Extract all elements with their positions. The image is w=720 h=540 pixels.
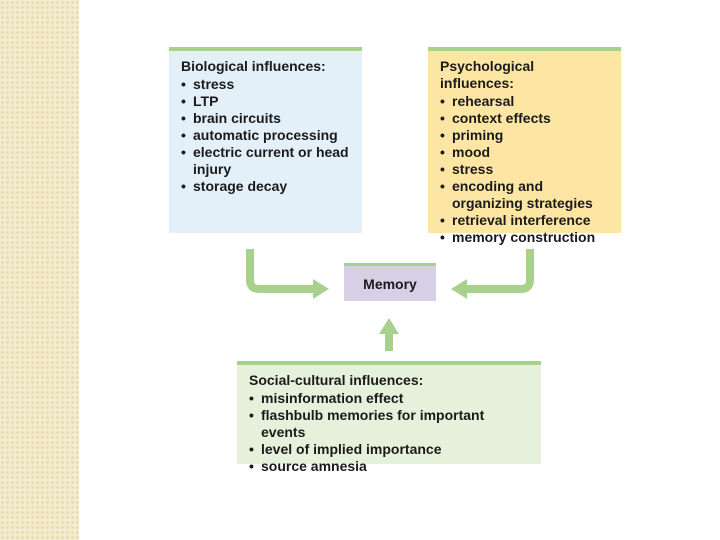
list-item: stress [181,76,352,93]
list-item: automatic processing [181,127,352,144]
social-cultural-influences-list: misinformation effect flashbulb memories… [249,390,531,475]
social-cultural-influences-title: Social-cultural influences: [249,372,424,388]
list-item: encoding and organizing strategies [440,178,611,212]
right-arrow-shaft [466,249,534,293]
list-item: mood [440,144,611,161]
list-item: context effects [440,110,611,127]
bottom-arrowhead [379,318,399,334]
decorative-side-strip [0,0,79,540]
psychological-influences-list: rehearsal context effects priming mood s… [440,93,611,246]
memory-label: Memory [363,275,417,292]
psychological-influences-title: Psychological influences: [440,58,535,91]
memory-box: Memory [344,263,436,301]
list-item: flashbulb memories for important events [249,407,531,441]
list-item: stress [440,161,611,178]
list-item: source amnesia [249,458,531,475]
biological-influences-box: Biological influences: stress LTP brain … [169,47,362,233]
right-arrowhead [451,279,467,299]
list-item: rehearsal [440,93,611,110]
list-item: priming [440,127,611,144]
social-cultural-influences-box: Social-cultural influences: misinformati… [237,361,541,475]
list-item: misinformation effect [249,390,531,407]
list-item: memory construction [440,229,611,246]
list-item: level of implied importance [249,441,531,458]
psychological-influences-box: Psychological influences: rehearsal cont… [428,47,621,246]
left-arrowhead [313,279,329,299]
list-item: LTP [181,93,352,110]
biological-influences-title: Biological influences: [181,58,326,74]
biological-influences-list: stress LTP brain circuits automatic proc… [181,76,352,195]
list-item: retrieval interference [440,212,611,229]
list-item: storage decay [181,178,352,195]
left-arrow-shaft [246,249,314,293]
list-item: brain circuits [181,110,352,127]
list-item: electric current or head injury [181,144,352,178]
